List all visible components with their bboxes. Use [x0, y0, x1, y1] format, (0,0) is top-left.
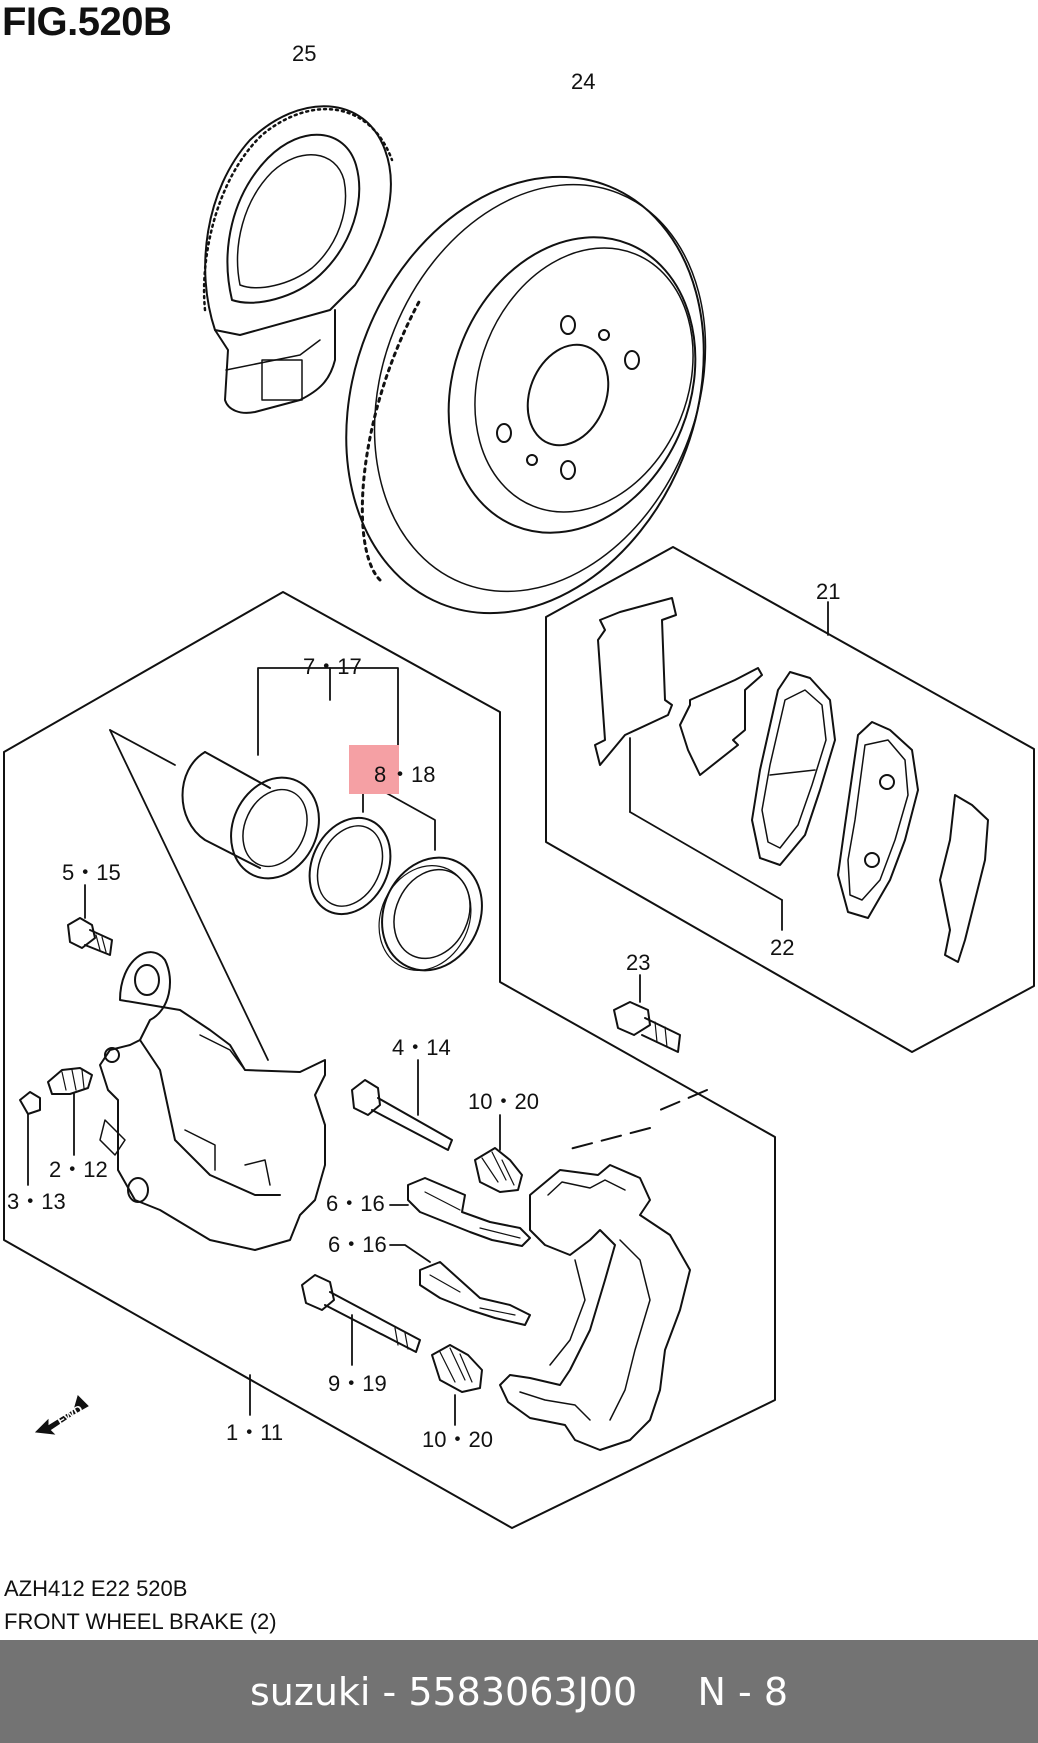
caliper-body-part-1 — [99, 951, 326, 1251]
brake-disc-part-24 — [345, 175, 707, 615]
figure-name: FRONT WHEEL BRAKE (2) — [4, 1609, 277, 1634]
seal-part-8 — [308, 816, 392, 916]
footer-text: suzuki - 5583063J00 N - 8 — [249, 1669, 788, 1714]
callout-2-12[interactable]: 2・12 — [49, 1157, 108, 1182]
callout-22[interactable]: 22 — [770, 935, 795, 960]
callout-3-13[interactable]: 3・13 — [7, 1189, 66, 1214]
callout-10-20-lower[interactable]: 10・20 — [422, 1427, 493, 1452]
dash-connector — [659, 1089, 708, 1111]
callout-4-14[interactable]: 4・14 — [392, 1035, 451, 1060]
selected-part-highlight — [349, 745, 399, 794]
dust-shield-part-25 — [202, 105, 394, 414]
piston-boot-part-18 — [378, 856, 483, 972]
bolt-part-23 — [613, 1001, 681, 1053]
callout-23[interactable]: 23 — [626, 950, 651, 975]
callout-25[interactable]: 25 — [292, 41, 317, 66]
callout-6-16-lower[interactable]: 6・16 — [328, 1232, 387, 1257]
callout-1-11[interactable]: 1・11 — [226, 1420, 284, 1445]
callout-5-15[interactable]: 5・15 — [62, 860, 121, 885]
brake-pad-part-22 — [751, 671, 989, 963]
callout-8[interactable]: 8 — [374, 762, 387, 787]
pin-boot-part-10-lower — [431, 1344, 483, 1393]
guide-pin-part-4 — [351, 1079, 453, 1151]
callout-10-20-upper[interactable]: 10・20 — [468, 1089, 539, 1114]
bleeder-cap-part-3 — [19, 1091, 41, 1115]
fwd-arrow-icon: FWD — [34, 1395, 89, 1435]
figure-code: AZH412 E22 520B — [4, 1576, 188, 1601]
pin-boot-part-10 — [474, 1147, 523, 1193]
dash-connector — [565, 1127, 651, 1151]
caliper-bracket — [499, 1164, 691, 1451]
bleeder-screw-part-2 — [47, 1067, 93, 1095]
pad-shim-part-21 — [594, 597, 763, 776]
caliper-group-outline — [3, 591, 776, 1529]
callout-7-17[interactable]: 7・17 — [303, 654, 362, 679]
parts-diagram — [3, 105, 1035, 1529]
figure-title: FIG.520B — [2, 0, 172, 44]
piston-part-7 — [181, 751, 320, 880]
footer-bar: suzuki - 5583063J00 N - 8 — [0, 1640, 1038, 1743]
guide-pin-part-9 — [301, 1274, 421, 1353]
callout-24[interactable]: 24 — [571, 69, 596, 94]
callout-9-19[interactable]: 9・19 — [328, 1371, 387, 1396]
callout-8-18-suffix[interactable]: ・18 — [389, 762, 436, 787]
callout-6-16-upper[interactable]: 6・16 — [326, 1191, 385, 1216]
pad-group-outline — [545, 546, 1035, 1053]
callout-21[interactable]: 21 — [816, 579, 841, 604]
bolt-part-5 — [67, 917, 113, 956]
pad-clip-part-6 — [407, 1177, 531, 1326]
